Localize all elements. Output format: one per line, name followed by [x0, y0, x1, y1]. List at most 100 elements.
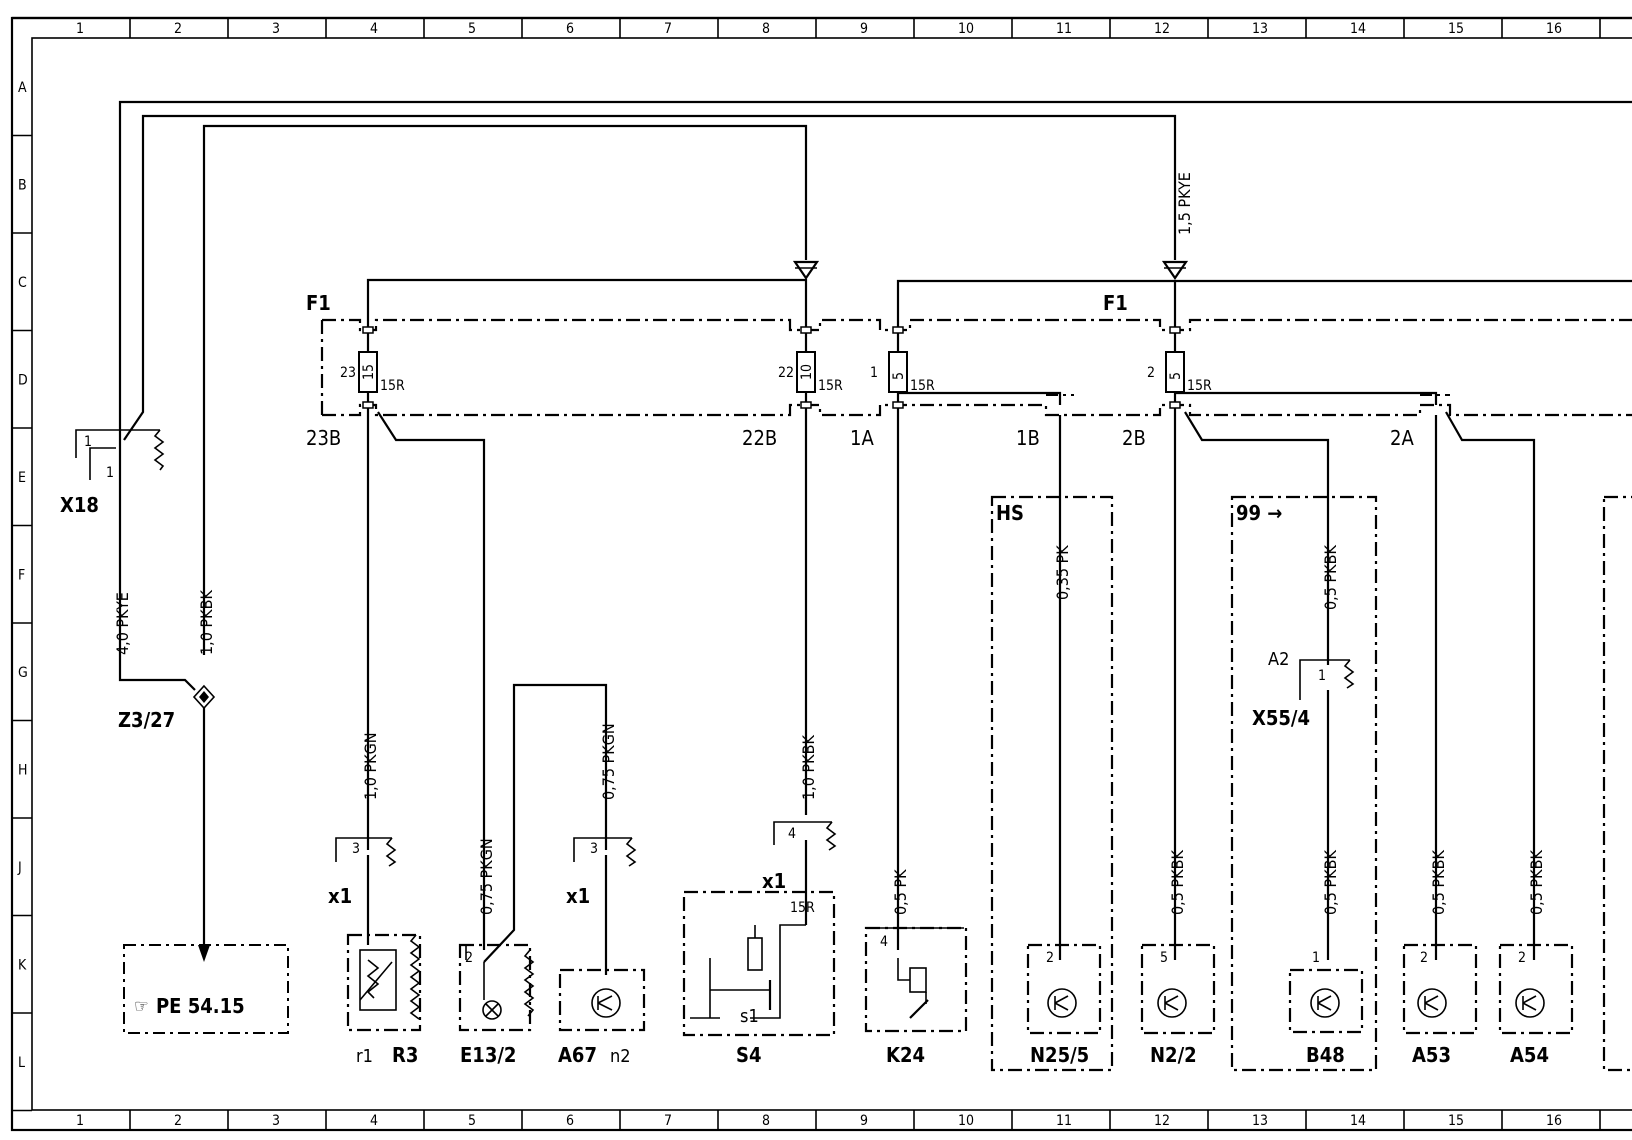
fuse-pos-label: 2 [1147, 365, 1155, 381]
e13-2-pin: 2 [465, 950, 473, 966]
wire-label-0-5-pk: 0,5 PK [891, 869, 910, 915]
x55-4-label: X55/4 [1252, 706, 1310, 730]
s4-sub-label: s1 [740, 1006, 759, 1027]
s4-label: S4 [736, 1043, 761, 1067]
grid-col-label: 16 [1546, 1113, 1562, 1129]
wire-label-0-5-pkbk-99: 0,5 PKBK [1321, 545, 1340, 610]
grid-col-label: 10 [958, 1113, 974, 1129]
r3-pin: 3 [352, 841, 360, 857]
branch-r3: 1,0 PKGN 3 x1 r1 R3 [328, 415, 422, 1067]
arrow-connector-right [1161, 260, 1189, 280]
fuse-terminal-top [800, 326, 812, 334]
fuse-in-1a: 1A [850, 426, 874, 450]
grid-col-label: 12 [1154, 21, 1170, 37]
fuse-out-22b: 22B [742, 426, 777, 450]
grid-col-label: 12 [1154, 1113, 1170, 1129]
branch-e13-2: 0,75 PKGN 2 E13/2 [377, 411, 535, 1067]
fuse-terminal-bottom [362, 401, 374, 409]
fuse-type-label: 15R [1187, 378, 1212, 394]
grid-col-label: 8 [762, 21, 770, 37]
fuse-terminal-top [362, 326, 374, 334]
grid-col-label: 6 [566, 1113, 574, 1129]
fuse-amp-label: 5 [891, 372, 907, 380]
a53-pin: 2 [1420, 950, 1428, 966]
grid-row-label: G [18, 665, 28, 681]
grid-row-label: K [18, 957, 27, 973]
s4-term-label: 15R [790, 900, 815, 916]
r3-sub-label: r1 [356, 1046, 373, 1067]
n2-2-pin: 5 [1160, 950, 1168, 966]
fuse-amp-label: 5 [1168, 372, 1184, 380]
grid-col-label: 5 [468, 1113, 476, 1129]
arrow-connector-left [792, 260, 820, 280]
wire-label-0-75-pkgn-b: 0,75 PKGN [599, 723, 618, 800]
a53-label: A53 [1412, 1043, 1451, 1067]
grid-col-label: 16 [1546, 21, 1562, 37]
grid-col-label: 3 [272, 21, 280, 37]
x18-label: X18 [60, 493, 99, 517]
grid-row-label: C [18, 275, 27, 291]
fuse-amp-label: 10 [799, 364, 815, 380]
a67-label: A67 [558, 1043, 597, 1067]
supply-lines [118, 100, 1632, 655]
fuse-pos-label: 1 [870, 365, 878, 381]
hs-label: HS [996, 501, 1024, 525]
x55-4-pin: 1 [1318, 668, 1326, 684]
grid-col-label: 9 [860, 21, 868, 37]
grid-col-label: 11 [1056, 1113, 1072, 1129]
fuse-in-2b: 2B [1122, 426, 1146, 450]
fuse-terminal-bottom [800, 401, 812, 409]
branch-n2-2: 0,5 PKBK 5 N2/2 [1140, 415, 1216, 1067]
fuse-pos-label: 22 [778, 365, 794, 381]
grid-col-label: 15 [1448, 1113, 1464, 1129]
fuse-type-label: 15R [910, 378, 935, 394]
fuse-pos-label: 23 [340, 365, 356, 381]
branch-k24: 0,5 PK 4 K24 [864, 415, 968, 1067]
s4-pin: 4 [788, 826, 796, 842]
grid-col-label: 14 [1350, 21, 1366, 37]
x18-pin: 1 [106, 465, 114, 481]
grid-row-label: H [18, 762, 27, 778]
partial-box-right [1602, 495, 1632, 1072]
reference-label: PE 54.15 [156, 994, 245, 1018]
grid-col-label: 13 [1252, 1113, 1268, 1129]
grid-row-label: D [18, 372, 28, 388]
splice-z3-27: Z3/27 [118, 684, 216, 962]
b48-pin: 1 [1312, 950, 1320, 966]
fuse-terminal-top [1169, 326, 1181, 334]
n2-2-label: N2/2 [1150, 1043, 1197, 1067]
grid-col-label: 2 [174, 21, 182, 37]
fuse-2: 5 2 15R [1147, 326, 1212, 415]
fuse-22: 10 22 15R [778, 326, 843, 415]
x18-pin-a: 1 [84, 434, 92, 450]
a67-pin: 3 [590, 841, 598, 857]
grid-col-label: 9 [860, 1113, 868, 1129]
wire-label-1-0-pkbk-s4: 1,0 PKBK [799, 735, 818, 800]
wire-label-1-0-pkbk-z: 1,0 PKBK [197, 590, 216, 655]
wire-label-1-0-pkgn: 1,0 PKGN [361, 733, 380, 801]
a2-label: A2 [1268, 649, 1289, 670]
grid-col-label: 7 [664, 21, 672, 37]
group-99: 99 → 0,5 PKBK A2 1 X55/4 0,5 PKBK 1 B48 [1184, 411, 1378, 1072]
grid-columns: 1122334455667788991010111112121313141415… [76, 18, 1601, 1130]
a67-sub-label: n2 [610, 1046, 631, 1067]
wire-label-0-5-pkbk-b48: 0,5 PKBK [1321, 850, 1340, 915]
grid-col-label: 1 [76, 1113, 84, 1129]
e13-2-label: E13/2 [460, 1043, 516, 1067]
k24-pin: 4 [880, 934, 888, 950]
grid-col-label: 4 [370, 1113, 378, 1129]
wire-label-0-5-pkbk-a53: 0,5 PKBK [1429, 850, 1448, 915]
fuse-box-f1: F1 F1 [306, 291, 1632, 417]
fuse-box-label-right: F1 [1103, 291, 1128, 315]
reference-box: ☞ PE 54.15 [123, 944, 289, 1034]
n25-5-label: N25/5 [1030, 1043, 1089, 1067]
fuse-type-label: 15R [818, 378, 843, 394]
b48-label: B48 [1306, 1043, 1345, 1067]
grid-col-label: 11 [1056, 21, 1072, 37]
fuse-out-1b: 1B [1016, 426, 1040, 450]
r3-label: R3 [392, 1043, 418, 1067]
r3-x1: x1 [328, 884, 352, 908]
fuse-body [796, 351, 816, 393]
grid-col-label: 6 [566, 21, 574, 37]
